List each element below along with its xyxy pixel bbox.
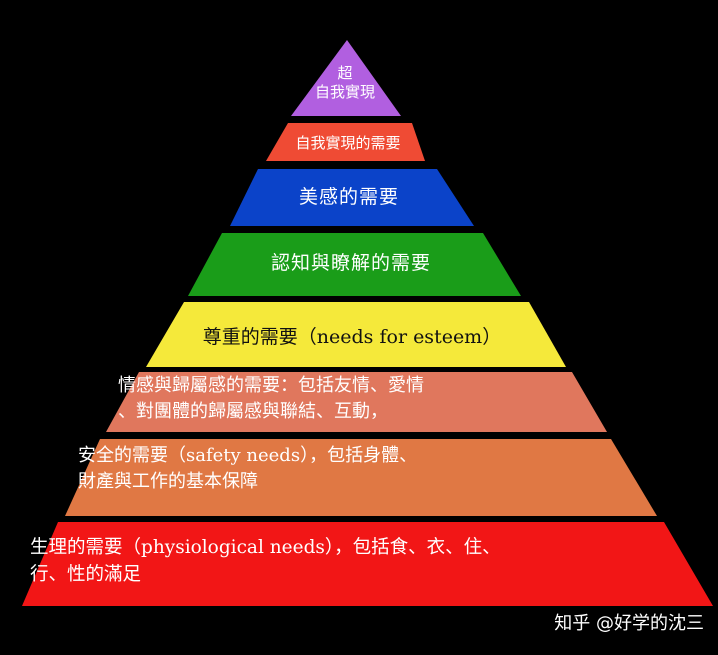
tier-1-label: 自我實現的需要 — [268, 133, 428, 153]
tier-7-line-1: 生理的需要（physiological needs），包括食、衣、住、 — [30, 537, 501, 558]
tier-7-line-2: 行、性的滿足 — [30, 563, 142, 585]
tier-3-shape — [188, 233, 521, 296]
watermark: 知乎 @好学的沈三 — [554, 613, 704, 634]
tier-3-label: 認知與瞭解的需要 — [196, 251, 506, 277]
tier-7-label: 生理的需要（physiological needs），包括食、衣、住、 行、性的… — [30, 535, 501, 589]
tier-5-line-2: 、對團體的歸屬感與聯結、互動， — [118, 401, 388, 423]
tier-6-shape — [65, 439, 657, 516]
tier-5-label: 情感與歸屬感的需要：包括友情、愛情 、對團體的歸屬感與聯結、互動， — [118, 373, 424, 425]
tier-6-line-2: 財產與工作的基本保障 — [78, 471, 258, 493]
tier-7-shape — [22, 522, 713, 606]
tier-2-shape — [230, 169, 474, 226]
tier-2-line-1: 美感的需要 — [298, 186, 399, 208]
tier-3-line-1: 認知與瞭解的需要 — [270, 252, 431, 274]
tier-6-label: 安全的需要（safety needs），包括身體、 財產與工作的基本保障 — [78, 443, 417, 495]
tier-5-line-1: 情感與歸屬感的需要：包括友情、愛情 — [118, 375, 424, 396]
tier-0-label: 超 自我實現 — [290, 64, 400, 102]
tier-4-shape — [146, 302, 566, 367]
tier-4-label: 尊重的需要（needs for esteem） — [152, 325, 552, 351]
tier-0-shape — [291, 40, 401, 116]
tier-5-shape — [106, 372, 607, 432]
tier-1-shape — [266, 123, 425, 161]
tier-2-label: 美感的需要 — [236, 185, 462, 211]
tier-0-line-1: 超 — [337, 64, 353, 82]
tier-4-line-1: 尊重的需要（needs for esteem） — [202, 326, 502, 348]
tier-0-line-2: 自我實現 — [314, 82, 375, 101]
tier-1-line-1: 自我實現的需要 — [295, 134, 401, 152]
tier-6-line-1: 安全的需要（safety needs），包括身體、 — [78, 445, 418, 466]
